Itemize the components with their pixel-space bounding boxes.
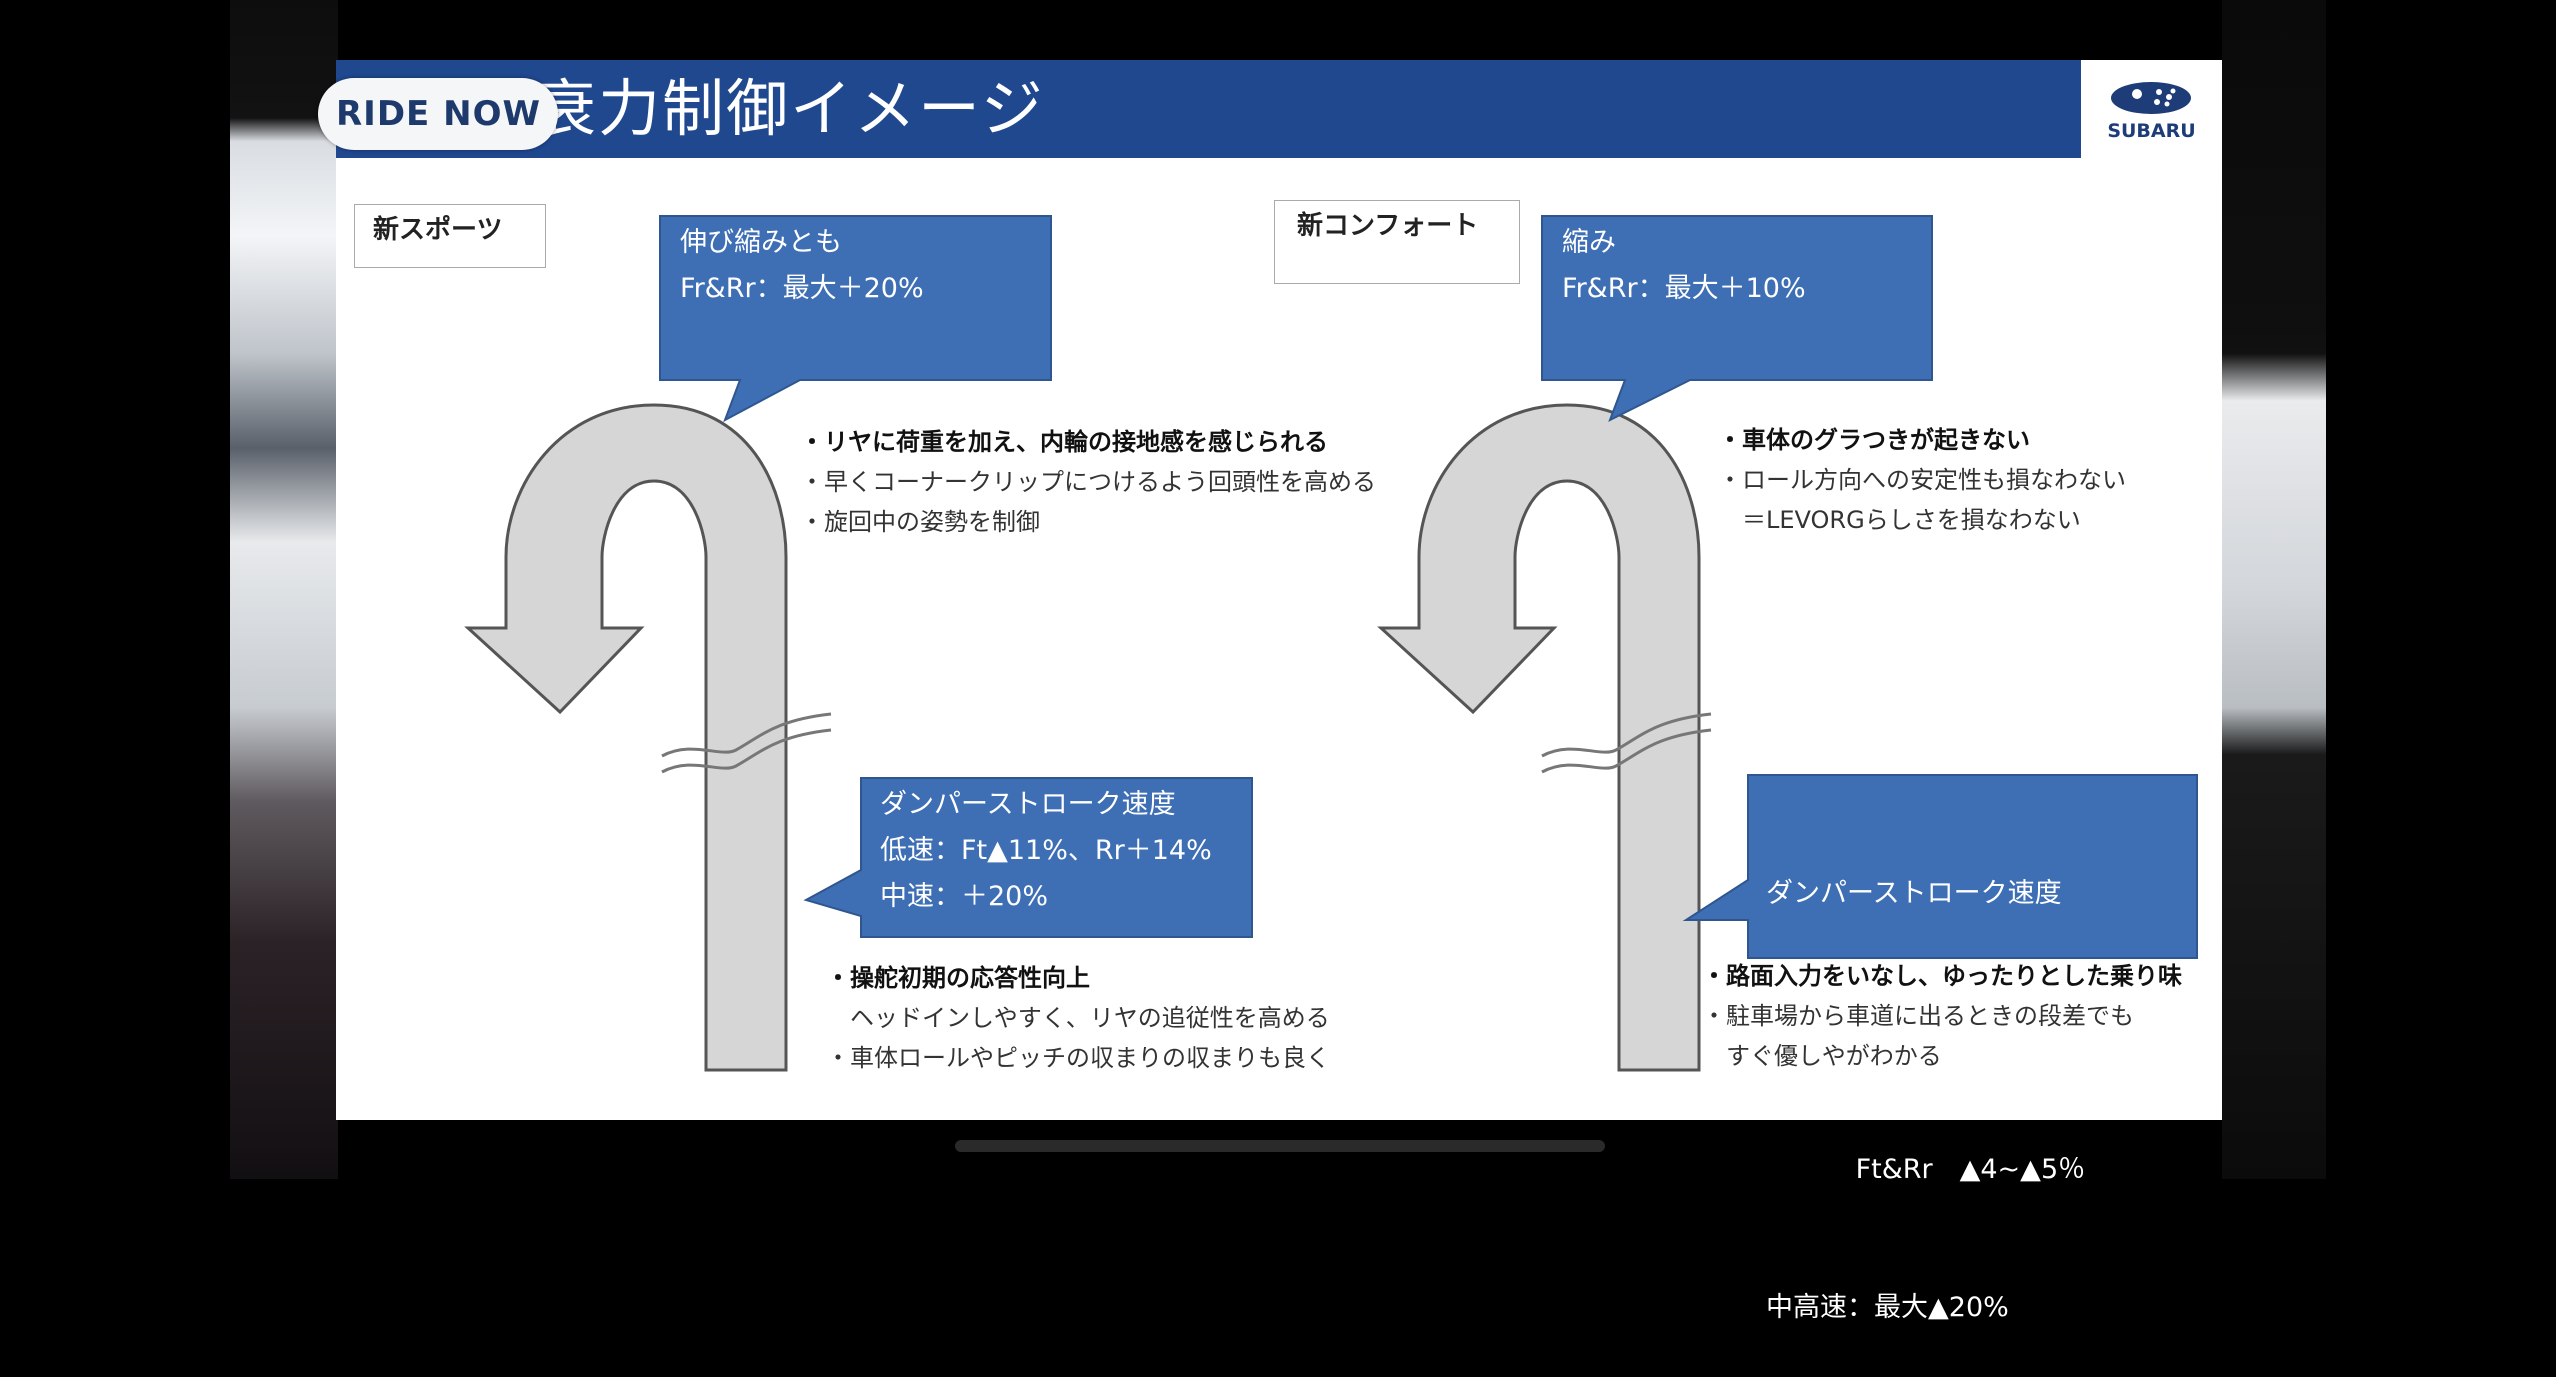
bullet-item: ・リヤに荷重を加え、内輪の接地感を感じられる bbox=[800, 428, 1328, 456]
callout-line: 低速：制御領域を10%拡大 bbox=[1766, 1016, 2097, 1047]
left-top-callout-shape bbox=[659, 215, 1052, 423]
callout-line: Ft&Rr ▲4~▲5％ bbox=[1766, 1154, 2086, 1185]
bullet-item: ・路面入力をいなし、ゆったりとした乗り味 bbox=[1702, 962, 2182, 990]
right-top-bullets: ・車体のグラつきが起きない ・ロール方向への安定性も損なわない ＝LEVORGら… bbox=[1718, 420, 2126, 540]
ride-now-badge bbox=[318, 78, 558, 150]
bullet-item: ヘッドインしやすく、リヤの追従性を高める bbox=[826, 1004, 1330, 1032]
callout-line: ダンパーストローク速度 bbox=[1766, 878, 2062, 909]
left-bottom-bullets: ・操舵初期の応答性向上 ヘッドインしやすく、リヤの追従性を高める ・車体ロールや… bbox=[826, 958, 1330, 1078]
right-top-callout-shape bbox=[1541, 215, 1933, 423]
callout-line: 伸び縮みとも bbox=[680, 227, 842, 258]
bullet-item: ・旋回中の姿勢を制御 bbox=[800, 508, 1040, 536]
bullet-item: ・車体のグラつきが起きない bbox=[1718, 426, 2030, 454]
bullet-item: ＝LEVORGらしさを損なわない bbox=[1718, 506, 2081, 534]
right-uturn-arrow bbox=[1377, 403, 1712, 1072]
left-top-callout-text: 伸び縮みとも Fr&Rr：最大＋20% bbox=[680, 220, 924, 312]
home-indicator-bar[interactable] bbox=[955, 1140, 1605, 1152]
slide-header-bar bbox=[336, 60, 2081, 158]
right-top-callout-text: 縮み Fr&Rr：最大＋10% bbox=[1562, 220, 1806, 312]
callout-shapes bbox=[659, 215, 2198, 959]
callout-line: 低速：Ft▲11%、Rr＋14% bbox=[880, 835, 1212, 866]
bullet-item: ・車体ロールやピッチの収まりの収まりも良く bbox=[826, 1044, 1330, 1072]
subaru-logo bbox=[2081, 60, 2222, 158]
right-bottom-callout-shape bbox=[1682, 774, 2198, 959]
ride-now-badge-text: RIDE NOW bbox=[336, 94, 541, 134]
left-bottom-callout-shape bbox=[803, 777, 1253, 938]
right-bottom-callout-text: ダンパーストローク速度 低速：制御領域を10%拡大 Ft&Rr ▲4~▲5％ 中… bbox=[1766, 779, 2096, 1377]
mode-tag-new-comfort: 新コンフォート bbox=[1274, 200, 1520, 284]
bullet-item: ・駐車場から車道に出るときの段差でも bbox=[1702, 1002, 2134, 1030]
mode-tag-new-sport: 新スポーツ bbox=[354, 204, 546, 268]
callout-line: ダンパーストローク速度 bbox=[880, 789, 1176, 820]
callout-line: Fr&Rr：最大＋20% bbox=[680, 273, 924, 304]
bullet-item: すぐ優しやがわかる bbox=[1702, 1042, 1942, 1070]
left-top-bullets: ・リヤに荷重を加え、内輪の接地感を感じられる ・早くコーナークリップにつけるよう… bbox=[800, 422, 1376, 542]
diagram-arrows bbox=[464, 403, 1712, 1072]
subaru-logo-text: SUBARU bbox=[2107, 120, 2196, 142]
camera-feed-left bbox=[230, 0, 338, 1179]
callout-line: Fr&Rr：最大＋10% bbox=[1562, 273, 1806, 304]
bullet-item: ・ロール方向への安定性も損なわない bbox=[1718, 466, 2126, 494]
left-bottom-callout-text: ダンパーストローク速度 低速：Ft▲11%、Rr＋14% 中速：＋20% bbox=[880, 782, 1212, 920]
bullet-item: ・早くコーナークリップにつけるよう回頭性を高める bbox=[800, 468, 1376, 496]
callout-line: 縮み bbox=[1562, 227, 1616, 258]
slide-title: 減衰力制御イメージ bbox=[470, 72, 1045, 145]
subaru-logo-icon bbox=[2111, 82, 2191, 114]
callout-line: 中高速：最大▲20% bbox=[1766, 1292, 2009, 1323]
callout-line: 中速：＋20% bbox=[880, 881, 1049, 912]
left-uturn-arrow bbox=[464, 403, 832, 1072]
right-bottom-bullets: ・路面入力をいなし、ゆったりとした乗り味 ・駐車場から車道に出るときの段差でも … bbox=[1702, 956, 2182, 1076]
camera-feed-right bbox=[2222, 0, 2326, 1179]
bullet-item: ・操舵初期の応答性向上 bbox=[826, 964, 1090, 992]
